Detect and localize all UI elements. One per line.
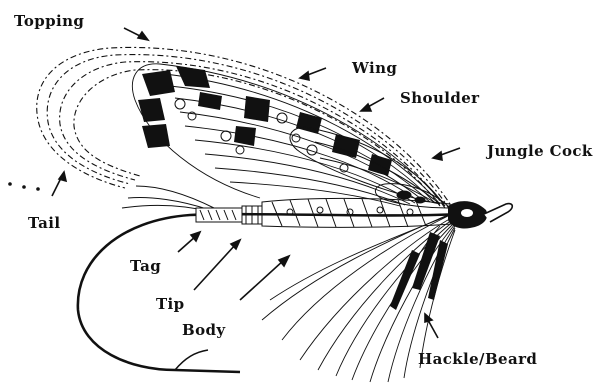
label-topping: Topping xyxy=(14,14,84,29)
hackle-dark-fibres xyxy=(390,232,448,310)
body xyxy=(262,198,452,227)
arrow-shoulder xyxy=(361,98,384,111)
arrow-jungle-cock xyxy=(433,148,460,160)
label-shoulder: Shoulder xyxy=(400,91,479,106)
label-tail: Tail xyxy=(28,216,60,231)
label-jungle-cock: Jungle Cock xyxy=(487,144,593,159)
arrow-topping xyxy=(124,28,148,40)
fly-head xyxy=(448,201,512,228)
tag xyxy=(196,208,242,222)
label-wing: Wing xyxy=(352,61,397,76)
arrow-tail xyxy=(8,172,66,196)
arrow-tag xyxy=(178,232,200,252)
label-body: Body xyxy=(182,323,226,338)
wing-barring xyxy=(138,66,392,176)
label-tag: Tag xyxy=(130,259,161,274)
arrow-tip xyxy=(194,240,240,290)
label-tip: Tip xyxy=(156,297,185,312)
arrow-body xyxy=(240,256,289,300)
label-hackle-beard: Hackle/Beard xyxy=(418,352,537,367)
arrow-wing xyxy=(300,68,326,80)
